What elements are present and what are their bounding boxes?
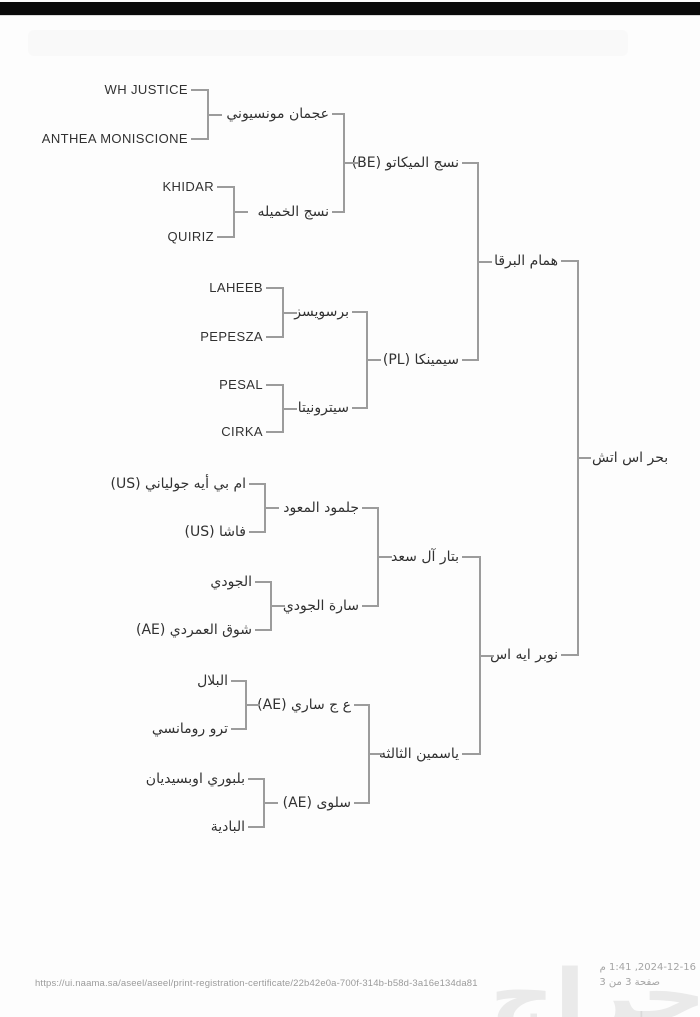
pedigree-node: الجودي [210, 574, 252, 590]
connector-line [284, 408, 297, 410]
connector-line [343, 113, 345, 213]
connector-line [248, 778, 263, 780]
connector-line [209, 114, 222, 116]
page-number: صفحة 3 من 3 [599, 977, 660, 988]
connector-line [265, 802, 278, 804]
pedigree-node: ع ج ساري (AE) [257, 697, 351, 713]
connector-line [366, 311, 368, 409]
pedigree-node: شوق العمردي (AE) [135, 622, 252, 638]
pedigree-node: سارة الجودي [282, 598, 359, 614]
connector-line [266, 431, 282, 433]
connector-line [266, 336, 282, 338]
connector-line [231, 728, 245, 730]
connector-line [370, 753, 383, 755]
connector-line [247, 704, 260, 706]
connector-line [264, 483, 266, 533]
connector-line [231, 680, 245, 682]
pedigree-node: بتار آل سعد [391, 549, 459, 565]
connector-line [284, 312, 297, 314]
connector-line [477, 162, 479, 361]
connector-line [479, 261, 492, 263]
connector-line [362, 605, 377, 607]
connector-line [263, 778, 265, 828]
connector-line [561, 654, 577, 656]
pedigree-node: نسج الخميله [257, 204, 329, 220]
connector-line [462, 753, 479, 755]
connector-line [245, 680, 247, 730]
pedigree-node: ام بي أيه جولياني (US) [110, 476, 247, 492]
pedigree-node: PESAL [219, 377, 263, 392]
connector-line [332, 211, 343, 213]
footer-url: https://ui.naama.sa/aseel/aseel/print-re… [35, 978, 478, 989]
connector-line [579, 457, 591, 459]
connector-line [217, 236, 233, 238]
connector-line [368, 704, 370, 804]
connector-line [191, 138, 207, 140]
pedigree-node-sire: همام البرقا [494, 253, 558, 269]
connector-line [248, 826, 263, 828]
connector-line [561, 260, 577, 262]
pedigree-node: سيمينكا (PL) [382, 352, 459, 368]
pedigree-node: LAHEEB [209, 280, 263, 295]
pedigree-node: البادية [210, 819, 245, 835]
pedigree-node: KHIDAR [162, 179, 214, 194]
pedigree-node: جلمود المعود [283, 500, 359, 516]
print-timestamp: 2024-12-16, 1:41 م [599, 962, 696, 973]
connector-line [266, 287, 282, 289]
connector-line [332, 113, 343, 115]
connector-line [379, 556, 392, 558]
connector-line [282, 384, 284, 433]
haraj-watermark: حراج [489, 953, 700, 1017]
pedigree-node-subject: بحر اس اتش [592, 450, 669, 466]
pedigree-node: بلبوري اوبسيديان [145, 771, 245, 787]
connector-line [266, 384, 282, 386]
connector-line [462, 556, 479, 558]
connector-line [266, 507, 279, 509]
pedigree-node: برسويسز [294, 304, 349, 320]
connector-line [272, 605, 285, 607]
connector-line [479, 556, 481, 755]
pedigree-node: فاشا (US) [184, 524, 246, 540]
pedigree-node: البلال [197, 673, 228, 689]
connector-line [352, 407, 366, 409]
connector-line [577, 260, 579, 656]
connector-line [191, 89, 207, 91]
connector-line [362, 507, 377, 509]
top-black-bar [0, 2, 700, 15]
pedigree-node: PEPESZA [200, 329, 263, 344]
connector-line [217, 186, 233, 188]
connector-line [352, 311, 366, 313]
connector-line [235, 211, 248, 213]
faint-watermark-band [28, 30, 628, 56]
pedigree-node: ياسمين الثالثه [379, 746, 459, 762]
pedigree-node: WH JUSTICE [104, 82, 188, 97]
pedigree-node: عجمان مونسيوني [226, 106, 329, 122]
pedigree-node: سلوى (AE) [282, 795, 351, 811]
connector-line [249, 483, 264, 485]
connector-line [282, 287, 284, 338]
connector-line [270, 581, 272, 631]
connector-line [249, 531, 264, 533]
connector-line [207, 89, 209, 140]
pedigree-node-dam: نوبر ايه اس [490, 647, 558, 663]
connector-line [345, 162, 358, 164]
pedigree-node: ترو رومانسي [151, 721, 228, 737]
connector-line [377, 507, 379, 607]
connector-line [233, 186, 235, 238]
pedigree-node: CIRKA [221, 424, 263, 439]
pedigree-node: نسج الميكاتو (BE) [351, 155, 459, 171]
connector-line [481, 655, 494, 657]
connector-line [255, 581, 270, 583]
connector-line [354, 802, 368, 804]
pedigree-node: سيترونيتا [297, 400, 349, 416]
connector-line [255, 629, 270, 631]
pedigree-node: QUIRIZ [167, 229, 214, 244]
pedigree-node: ANTHEA MONISCIONE [41, 131, 188, 146]
connector-line [354, 704, 368, 706]
connector-line [368, 359, 381, 361]
connector-line [462, 162, 477, 164]
connector-line [462, 359, 477, 361]
